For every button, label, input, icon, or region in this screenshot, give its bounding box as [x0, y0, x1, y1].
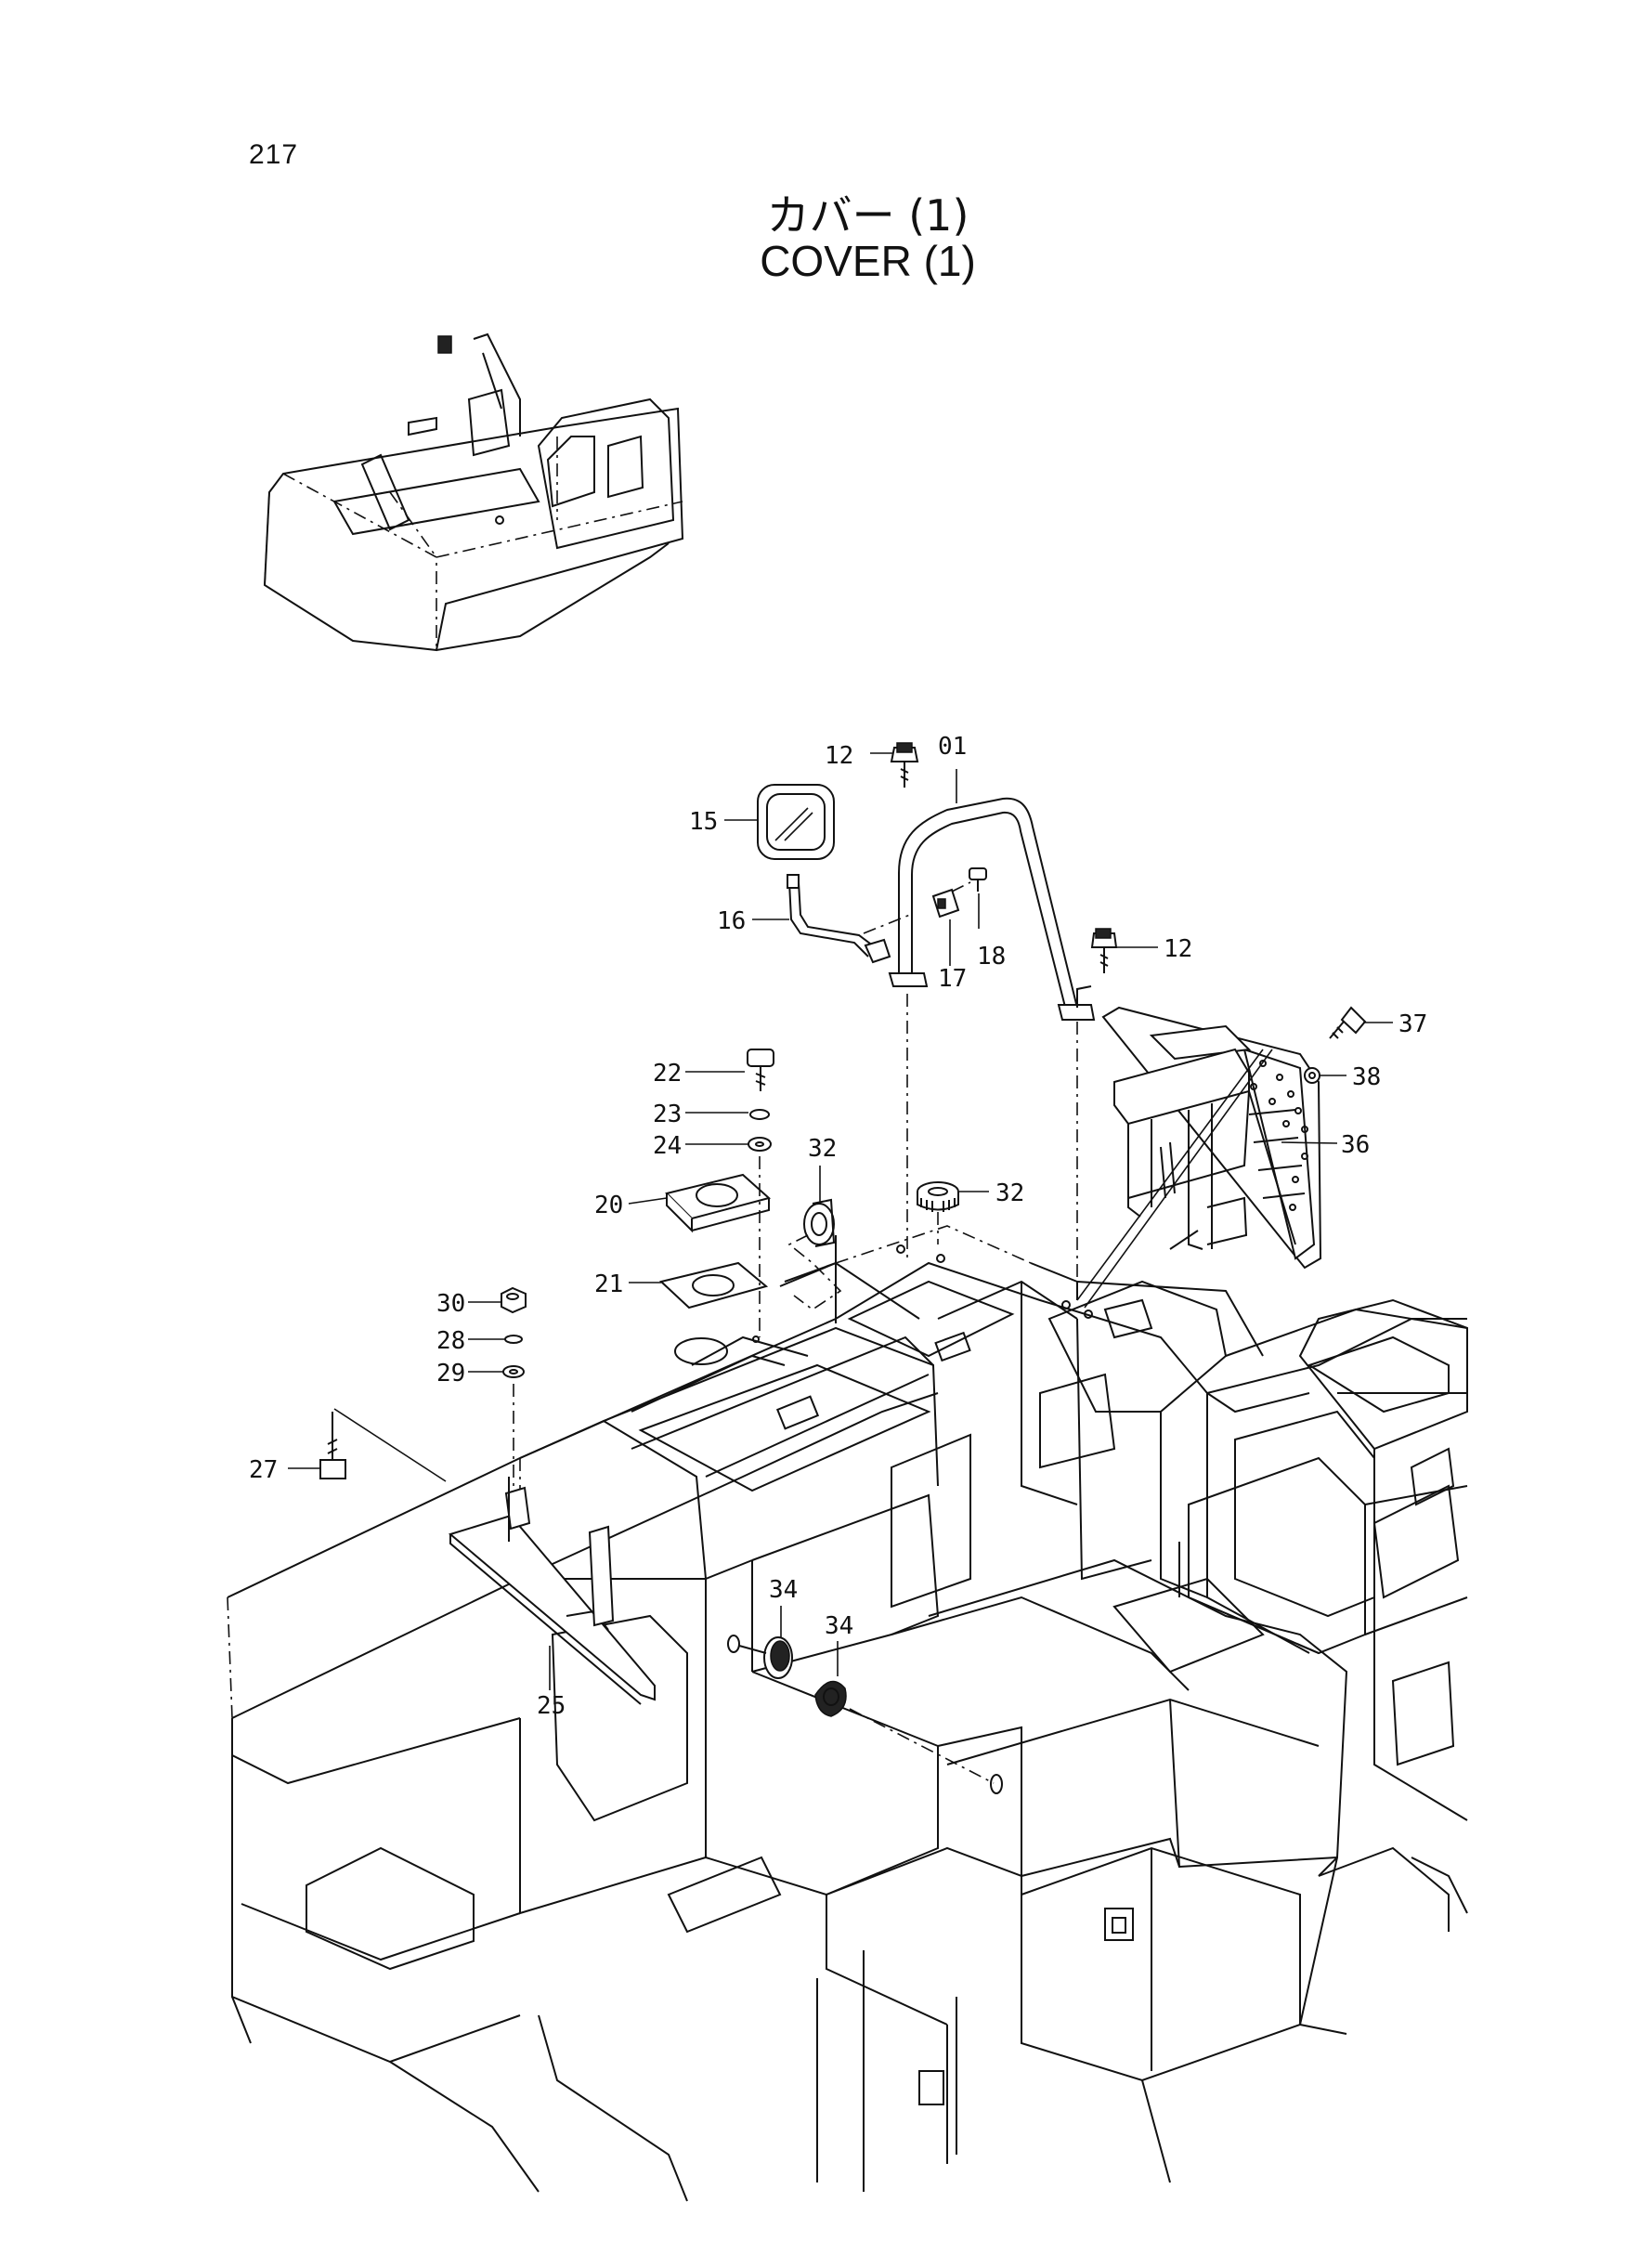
part-36-step — [1101, 1006, 1322, 1270]
callout-37: 37 — [1398, 1010, 1427, 1038]
part-30-nut — [501, 1286, 527, 1314]
part-24-washer — [748, 1137, 772, 1152]
part-37-bolt — [1329, 1006, 1367, 1039]
callout-34-right: 34 — [825, 1612, 853, 1640]
callout-34-left: 34 — [769, 1576, 798, 1604]
part-34-cap-left — [727, 1635, 793, 1679]
callout-21: 21 — [594, 1270, 623, 1298]
callout-16: 16 — [717, 907, 746, 935]
step-mount-leader — [1076, 1049, 1264, 1301]
part-23-spring-washer — [749, 1109, 770, 1120]
diagram-title-english: COVER (1) — [760, 237, 976, 285]
page-number: 217 — [249, 139, 299, 170]
part-28-spring-washer — [504, 1335, 523, 1344]
callout-20: 20 — [594, 1192, 623, 1219]
mount-hole — [936, 1254, 945, 1263]
callout-25: 25 — [537, 1692, 566, 1720]
callout-18: 18 — [977, 943, 1006, 971]
callout-22: 22 — [653, 1060, 682, 1088]
callout-36: 36 — [1341, 1131, 1370, 1159]
part-21-gasket — [658, 1261, 769, 1309]
callout-12-upper: 12 — [825, 742, 853, 770]
callout-32-left: 32 — [808, 1135, 837, 1163]
part-17-clamp — [931, 888, 960, 919]
part-16-mirror-stay — [787, 874, 891, 964]
part-20-plate — [665, 1173, 772, 1233]
part-38-washer — [1304, 1067, 1320, 1084]
part-18-bolt — [951, 867, 987, 892]
callout-30: 30 — [436, 1290, 465, 1318]
callout-28: 28 — [436, 1327, 465, 1355]
part-12-bolt-upper — [890, 742, 919, 788]
callout-32-right: 32 — [995, 1179, 1024, 1207]
callout-38: 38 — [1352, 1063, 1381, 1091]
leader-lines — [288, 752, 1393, 1676]
callout-27: 27 — [249, 1456, 278, 1484]
cover-panels — [631, 1225, 1264, 1413]
upper-structure-outline — [227, 1261, 1468, 2202]
callout-01: 01 — [938, 733, 967, 761]
part-29-washer — [502, 1365, 525, 1378]
mount-hole — [1084, 1309, 1093, 1319]
callout-23: 23 — [653, 1101, 682, 1128]
part-22-bolt — [747, 1049, 774, 1091]
part-34-cap-right — [814, 1680, 1003, 1794]
mount-hole — [896, 1244, 905, 1254]
part-25-stay-cover — [448, 1477, 656, 1705]
part-15-mirror — [757, 784, 835, 860]
leader-line — [333, 1408, 447, 1482]
callout-17: 17 — [938, 965, 967, 993]
mount-hole — [1061, 1300, 1071, 1309]
part-12-bolt-right — [1090, 928, 1118, 973]
callout-24: 24 — [653, 1132, 682, 1160]
part-32-cushion-left — [787, 1198, 842, 1310]
overview-machine-illustration — [263, 332, 684, 652]
step-mount-leader — [1084, 1049, 1273, 1309]
part-01-handrail — [863, 797, 1096, 1021]
callout-15: 15 — [689, 808, 718, 836]
part-32-cushion-right — [917, 1181, 959, 1244]
diagram-title-japanese: カバー (1) — [766, 190, 969, 241]
callout-12-right: 12 — [1164, 935, 1192, 963]
callout-29: 29 — [436, 1360, 465, 1388]
mount-hole — [752, 1335, 760, 1343]
